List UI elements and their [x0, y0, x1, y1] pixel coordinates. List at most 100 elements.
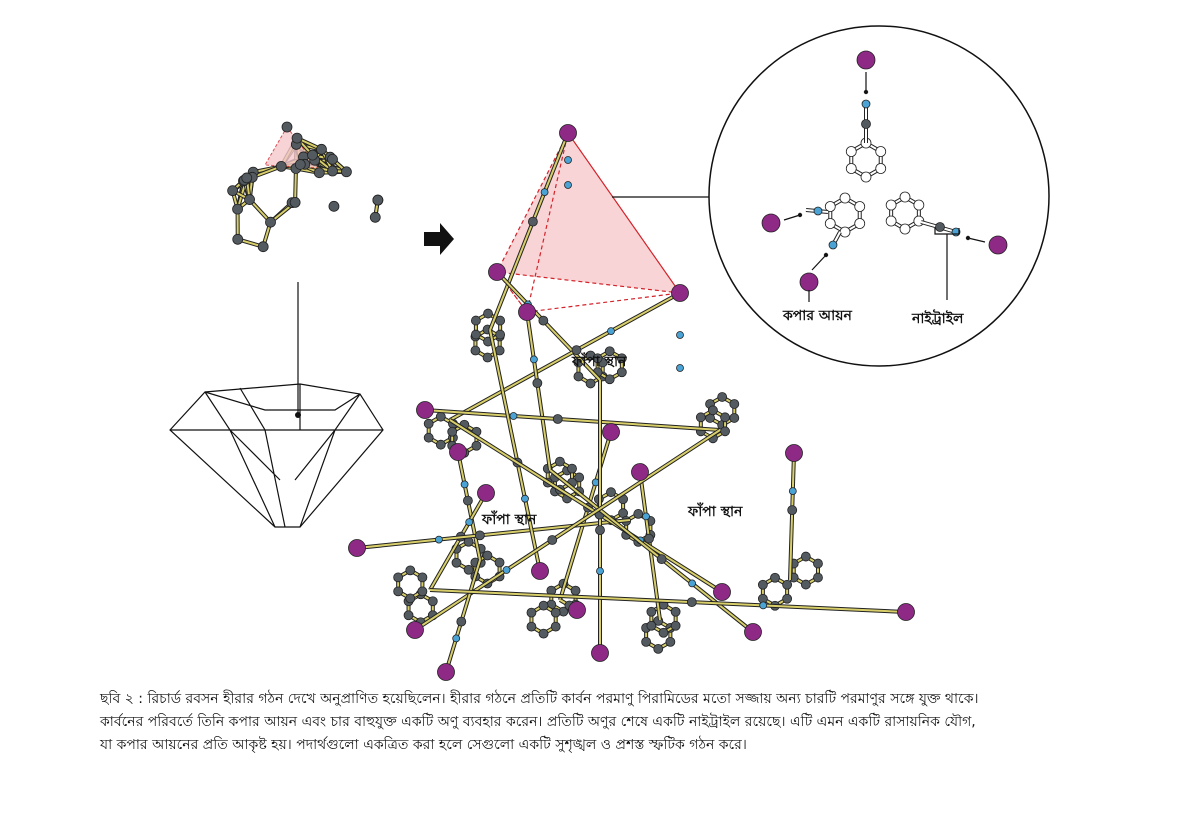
carbon-atom — [854, 218, 866, 229]
carbon-atom — [595, 525, 605, 536]
carbon-atom — [854, 201, 866, 212]
carbon-atom — [800, 579, 811, 590]
nitrile-label: নাইট্রাইল — [912, 311, 964, 327]
carbon-atom — [532, 378, 543, 389]
cavity-label: ফাঁপা স্থান — [688, 504, 743, 520]
carbon-atom — [232, 203, 243, 215]
bond — [789, 452, 795, 581]
bond — [294, 168, 297, 203]
carbon-atom — [885, 215, 897, 227]
carbon-atom — [482, 352, 493, 363]
carbon-atom — [770, 572, 780, 583]
arrow-head-icon — [797, 212, 803, 218]
carbon-atom — [550, 607, 561, 618]
carbon-atom — [526, 607, 537, 618]
carbon-atom — [616, 353, 627, 364]
copper-ion — [406, 621, 424, 639]
carbon-atom — [604, 346, 615, 357]
carbon-atom — [393, 586, 404, 597]
carbon-atom — [875, 163, 887, 174]
carbon-atom — [456, 616, 467, 627]
carbon-atom — [552, 414, 563, 424]
nitrogen-atom — [642, 512, 650, 521]
carbon-atom — [265, 216, 276, 228]
carbon-atom — [289, 196, 301, 208]
bond — [457, 451, 481, 561]
copper-ion — [988, 235, 1008, 255]
carbon-atom — [528, 216, 538, 227]
copper-ion — [531, 562, 549, 580]
bond — [414, 429, 721, 631]
copper-ion — [437, 663, 455, 681]
nitrogen-atom — [607, 327, 615, 336]
nitrogen-atom — [521, 494, 529, 503]
arrow-icon — [783, 214, 801, 221]
copper-ion — [744, 623, 762, 641]
nitrogen-atom — [540, 188, 549, 197]
copper-ion — [799, 272, 819, 292]
carbon-atom — [656, 554, 667, 564]
carbon-atom — [782, 593, 793, 604]
bond — [489, 329, 541, 572]
nitrogen-atom — [828, 240, 838, 250]
copper-ion — [416, 401, 434, 419]
carbon-atom — [482, 550, 493, 561]
carbon-atom — [538, 315, 549, 326]
carbon-atom — [423, 432, 434, 443]
bond — [449, 419, 723, 593]
bond — [449, 292, 681, 421]
carbon-atom — [839, 192, 851, 204]
copper-ion — [449, 443, 467, 461]
carbon-atom — [405, 593, 416, 604]
bond — [356, 519, 631, 549]
carbon-atom — [860, 171, 872, 183]
carbon-atom — [313, 167, 325, 179]
copper-ion — [713, 583, 731, 601]
carbon-atom — [670, 606, 681, 617]
copper-ion — [631, 463, 649, 481]
carbon-atom — [232, 233, 244, 245]
carbon-atom — [653, 643, 664, 654]
carbon-atom — [585, 378, 596, 389]
copper-ion — [856, 50, 876, 70]
carbon-atom — [592, 353, 603, 364]
carbon-atom — [423, 418, 434, 429]
carbon-atom — [720, 412, 730, 423]
carbon-atom — [606, 487, 616, 498]
carbon-atom — [307, 149, 318, 161]
nitrogen-atom — [460, 480, 469, 489]
arrow-head-icon — [823, 252, 829, 258]
carbon-atom — [462, 495, 473, 506]
carbon-atom — [294, 159, 306, 170]
carbon-atom — [885, 199, 897, 211]
carbon-atom — [554, 456, 565, 467]
carbon-atom — [451, 557, 462, 568]
arrow-icon — [811, 254, 827, 271]
carbon-atom — [644, 533, 654, 544]
nitrogen-atom — [676, 331, 684, 339]
carbon-atom — [538, 600, 549, 611]
carbon-atom — [327, 165, 338, 177]
bond — [489, 132, 569, 331]
caption-line: যা কপার আয়নের প্রতি আকৃষ্ট হয়। পদার্থগ… — [100, 737, 747, 753]
copper-ion — [488, 263, 506, 281]
carbon-atom — [670, 620, 681, 631]
nitrogen-atom — [530, 355, 538, 364]
cavity-label: ফাঁপা স্থান — [482, 512, 537, 528]
carbon-atom — [567, 463, 577, 474]
carbon-atom — [281, 121, 293, 133]
carbon-atom — [899, 191, 911, 203]
carbon-atom — [483, 308, 493, 319]
carbon-atom — [316, 143, 327, 155]
nitrogen-atom — [509, 412, 518, 420]
carbon-atom — [369, 211, 381, 223]
nitrogen-atom — [502, 566, 511, 574]
carbon-atom — [782, 579, 793, 590]
carbon-atom — [435, 411, 446, 422]
connector-dot — [295, 412, 301, 418]
carbon-atom — [494, 557, 505, 568]
carbon-atom — [574, 472, 585, 483]
carbon-atom — [526, 621, 537, 632]
carbon-atom — [227, 185, 239, 197]
